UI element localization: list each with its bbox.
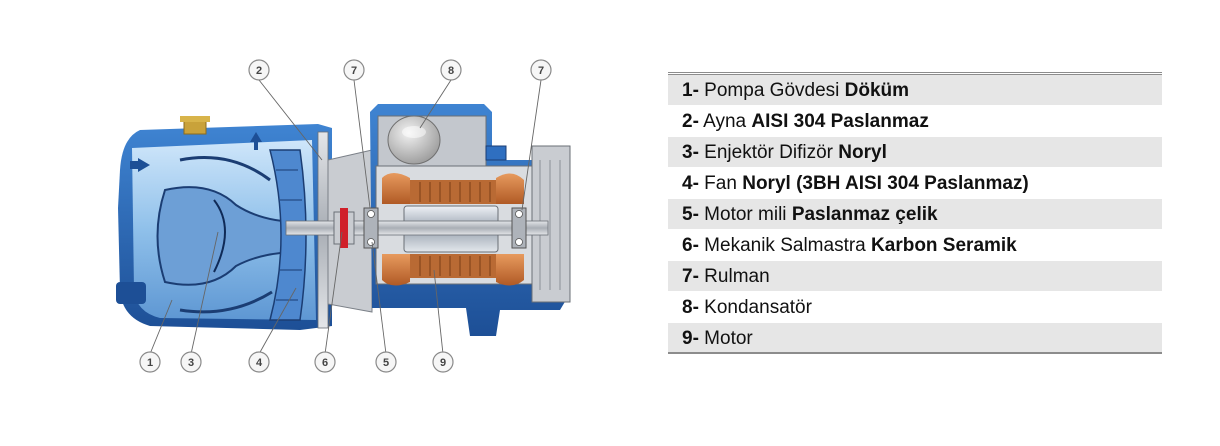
- legend-text: Enjektör Difizör: [698, 142, 839, 163]
- legend-num: 7-: [682, 266, 699, 287]
- leader-lines: [149, 79, 542, 355]
- legend-text: Motor mili: [698, 204, 792, 225]
- legend-text: Ayna: [698, 111, 752, 132]
- injector-diffuser: [156, 156, 301, 314]
- callout-8-number: 8: [448, 65, 454, 77]
- callout-6-number: 6: [322, 357, 328, 369]
- callout-2-number: 2: [256, 65, 262, 77]
- legend-num: 9-: [682, 328, 699, 349]
- motor-shaft: [285, 220, 549, 236]
- legend-material: AISI 304 Paslanmaz: [751, 111, 929, 132]
- legend-num: 5-: [682, 204, 699, 225]
- callout-7-front: 7: [343, 59, 365, 81]
- legend-row-3: 3- Enjektör Difizör Noryl: [668, 137, 1162, 168]
- legend-material: Noryl: [838, 142, 887, 163]
- legend-row-7: 7- Rulman: [668, 261, 1162, 292]
- legend-text: Mekanik Salmastra: [698, 235, 872, 256]
- callout-4: 4: [248, 351, 270, 373]
- legend-text: Pompa Gövdesi: [698, 80, 845, 101]
- legend-row-4: 4- Fan Noryl (3BH AISI 304 Paslanmaz): [668, 168, 1162, 199]
- legend-material: Karbon Seramik: [871, 235, 1017, 256]
- legend-row-2: 2- Ayna AISI 304 Paslanmaz: [668, 106, 1162, 137]
- callout-7-rear-number: 7: [538, 65, 544, 77]
- legend-num: 1-: [682, 80, 699, 101]
- legend-num: 8-: [682, 297, 699, 318]
- legend-material: Noryl (3BH AISI 304 Paslanmaz): [742, 173, 1029, 194]
- legend-row-8: 8- Kondansatör: [668, 292, 1162, 323]
- callout-4-number: 4: [256, 357, 263, 369]
- legend-text: Motor: [698, 328, 753, 349]
- legend-text: Kondansatör: [698, 297, 812, 318]
- callout-5-number: 5: [383, 357, 389, 369]
- legend-num: 2-: [682, 111, 699, 132]
- legend-row-9: 9- Motor: [668, 323, 1162, 354]
- callout-6: 6: [314, 351, 336, 373]
- bearing-front: [363, 207, 379, 249]
- legend-num: 4-: [682, 173, 699, 194]
- callout-2: 2: [248, 59, 270, 81]
- callout-7-rear: 7: [530, 59, 552, 81]
- callout-9: 9: [432, 351, 454, 373]
- legend-num: 3-: [682, 142, 699, 163]
- legend-row-6: 6- Mekanik Salmastra Karbon Seramik: [668, 230, 1162, 261]
- callout-3-number: 3: [188, 357, 194, 369]
- pump-cutaway-diagram: 2 7 8 7 1 3 4 6 5 9: [116, 59, 571, 373]
- callout-1-number: 1: [147, 357, 153, 369]
- legend-text: Fan: [698, 173, 743, 194]
- capacitor: [387, 115, 441, 165]
- callout-9-number: 9: [440, 357, 446, 369]
- legend-row-5: 5- Motor mili Paslanmaz çelik: [668, 199, 1162, 230]
- callout-5: 5: [375, 351, 397, 373]
- legend-num: 6-: [682, 235, 699, 256]
- legend-row-1: 1- Pompa Gövdesi Döküm: [668, 75, 1162, 106]
- callout-7-front-number: 7: [351, 65, 357, 77]
- legend-text: Rulman: [698, 266, 770, 287]
- bearing-rear: [511, 207, 527, 249]
- legend-material: Döküm: [844, 80, 910, 101]
- callout-1: 1: [139, 351, 161, 373]
- callout-3: 3: [180, 351, 202, 373]
- callout-8: 8: [440, 59, 462, 81]
- stator-windings: [382, 173, 524, 286]
- parts-legend-table: 1- Pompa Gövdesi Döküm 2- Ayna AISI 304 …: [668, 72, 1162, 354]
- legend-material: Paslanmaz çelik: [791, 204, 938, 225]
- mechanical-seal: [333, 208, 355, 248]
